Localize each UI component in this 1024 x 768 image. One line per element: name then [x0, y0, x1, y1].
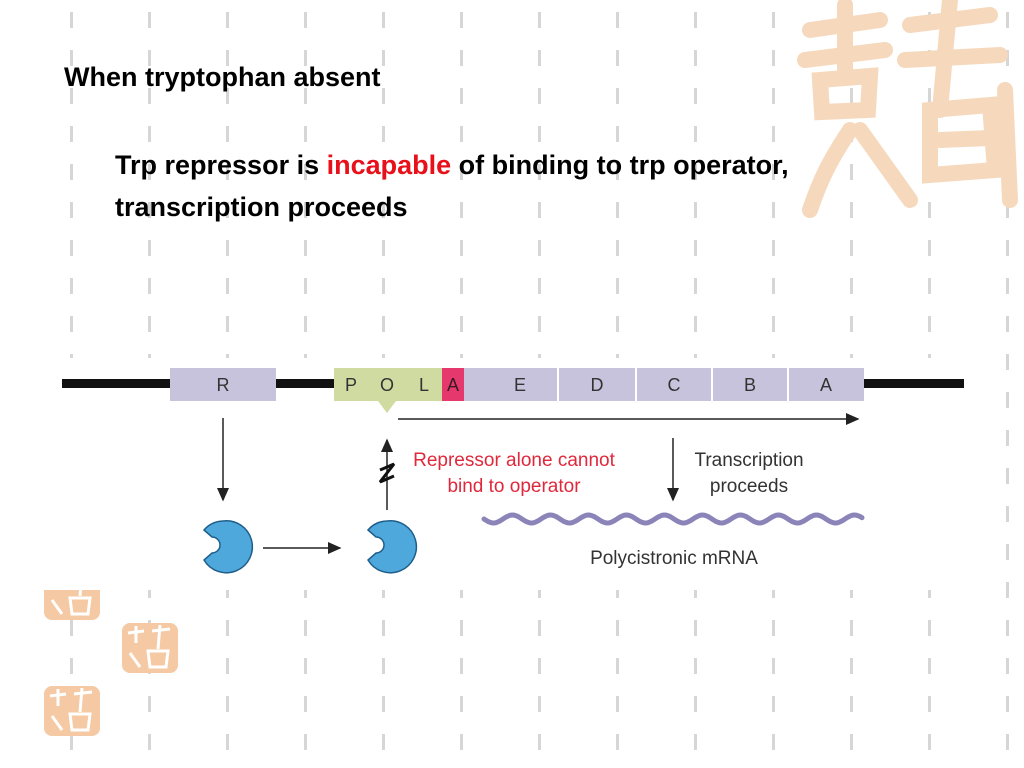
transcription-note-line1: Transcription [694, 450, 803, 471]
seal-stamp [122, 623, 178, 673]
body-text-start: Trp repressor is [115, 150, 327, 180]
mrna-label: Polycistronic mRNA [590, 548, 758, 569]
promoter-label: P [345, 375, 357, 395]
dna-strand [864, 379, 964, 388]
leader-label: L [419, 375, 429, 395]
regulator-gene-label: R [217, 375, 230, 395]
calligraphy-watermark-large [797, 0, 1018, 218]
control-region-box [334, 368, 442, 401]
gene-label-e: E [514, 375, 526, 395]
transcription-note-line2: proceeds [710, 476, 788, 497]
gene-label-b: B [744, 375, 756, 395]
seal-stamp [44, 686, 100, 736]
dna-strand [62, 379, 170, 388]
free-repressor-icon [366, 520, 418, 574]
gene-label-a: A [820, 375, 832, 395]
repressor-note-line2: bind to operator [447, 476, 581, 497]
operator-notch [378, 401, 396, 413]
dna-strand [276, 379, 334, 388]
attenuator-box [442, 368, 464, 401]
slide-title: When tryptophan absent [64, 62, 381, 92]
body-text-end: of binding to trp operator, transcriptio… [115, 150, 789, 222]
block-symbol-icon [378, 462, 396, 484]
highlight-word: incapable [326, 150, 452, 180]
gene-label-d: D [591, 375, 604, 395]
repressor-note-line1: Repressor alone cannot [413, 450, 615, 471]
structural-genes-box [464, 368, 864, 401]
polycistronic-mrna-strand [481, 512, 865, 526]
slide-body-text: Trp repressor is incapable of binding to… [115, 144, 835, 228]
gene-label-c: C [668, 375, 681, 395]
attenuator-label: A [447, 375, 459, 395]
regulator-gene-box [170, 368, 276, 401]
inactive-repressor-icon [202, 520, 254, 574]
operator-label: O [380, 375, 394, 395]
